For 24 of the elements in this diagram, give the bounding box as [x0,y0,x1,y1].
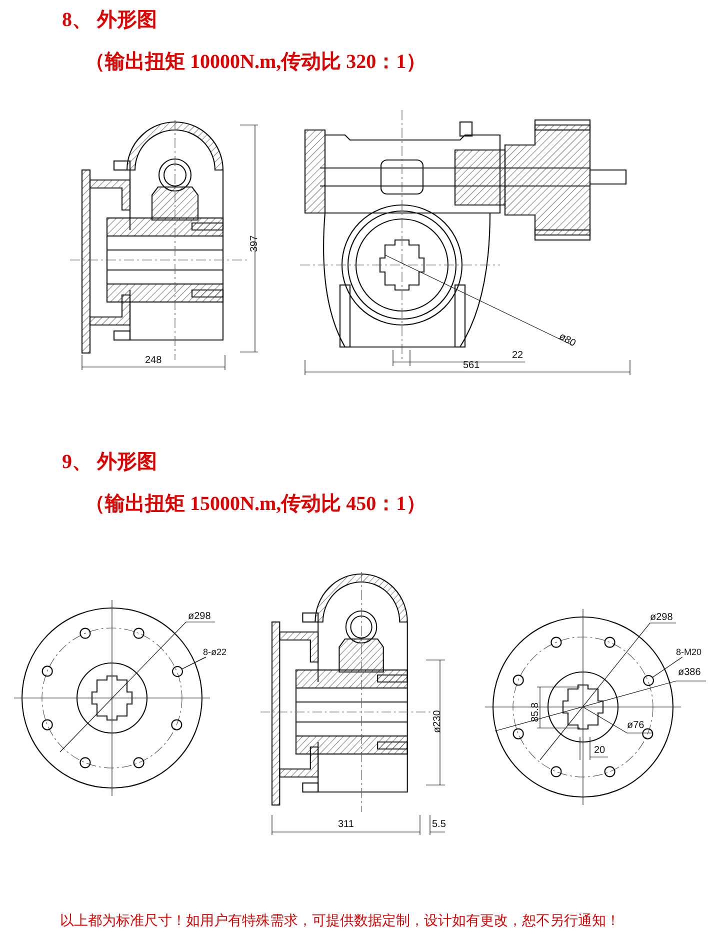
callout-label: 8-M20 [676,648,702,657]
leader-line [652,656,683,678]
spec-note: （输出扭矩 15000N.m,传动比 450：1） [85,494,426,514]
dimension-label: ø76 [627,721,644,731]
dimension-label: ø80 [557,332,577,350]
section-heading: 9、 外形图 [62,452,157,472]
dimension-label: 85.8 [531,702,541,722]
dimension-label: ø298 [188,612,211,622]
bolt-hole [642,675,654,686]
dimension-label: 397 [250,235,260,252]
spec-note: （输出扭矩 10000N.m,传动比 320：1） [85,52,426,72]
dimension-label: 561 [463,361,480,371]
footnote: 以上都为标准尺寸！如用户有特殊需求，可提供数据定制，设计如有更改，恕不另行通知！ [60,915,620,929]
dimension-label: ø298 [650,613,673,623]
dimension-label: 22 [512,351,524,361]
callout-label: 8-ø22 [203,648,227,657]
dimension-label: ø230 [433,710,443,733]
dimension-label: ø386 [678,668,701,678]
section-heading: 8、 外形图 [62,10,157,30]
dimension-label: 5.5 [432,820,446,830]
bolt-hole [172,666,182,677]
dimension-label: 248 [145,356,162,366]
dimension-label: 311 [338,820,354,830]
dimension-label: 20 [594,746,606,756]
